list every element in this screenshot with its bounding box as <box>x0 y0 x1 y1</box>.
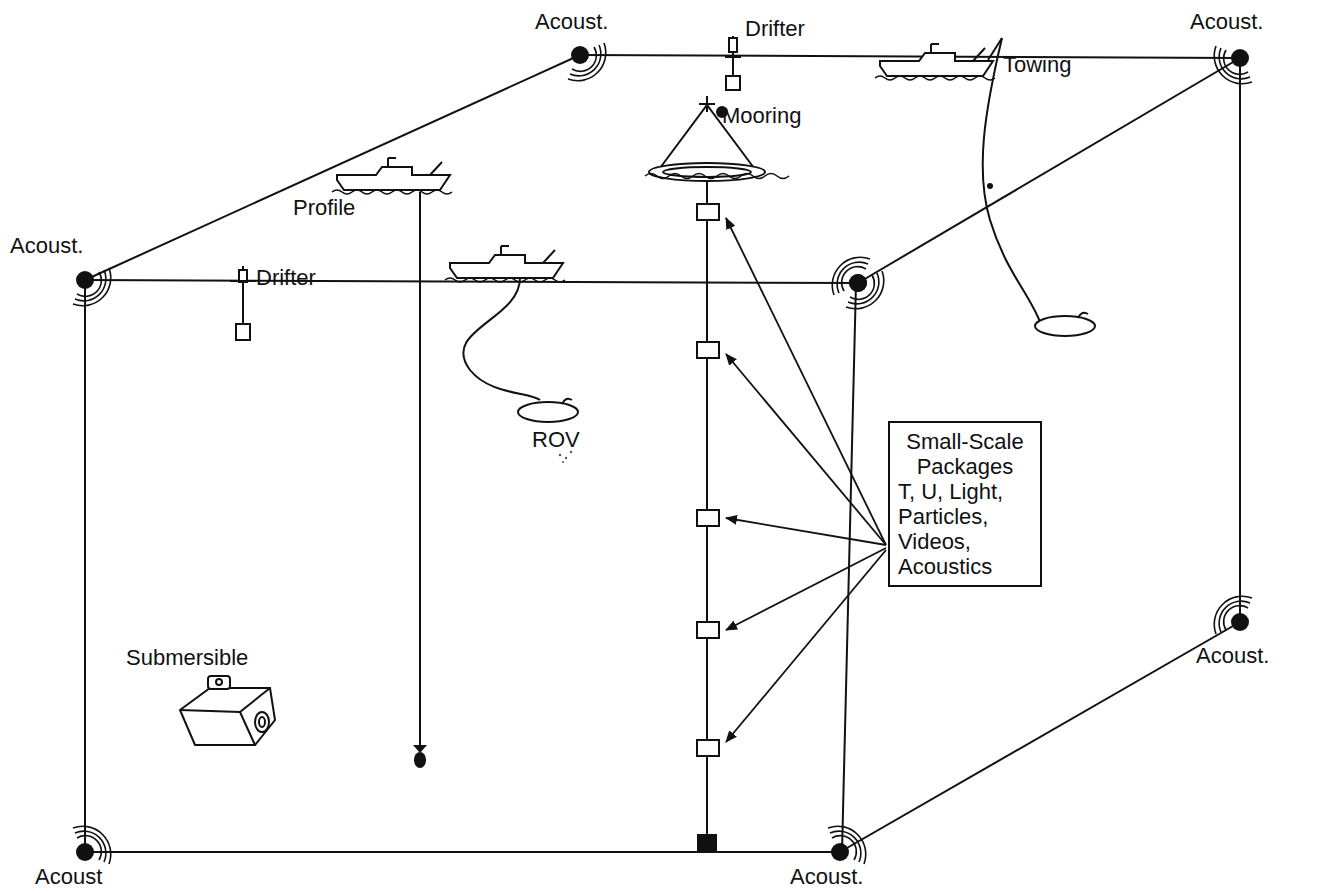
acoustic-label: Acoust. <box>1196 644 1269 668</box>
submersible-label: Submersible <box>126 646 248 670</box>
acoustic-label: Acoust. <box>535 10 608 34</box>
rov-label: ROV <box>532 428 580 452</box>
acoustic-label: Acoust. <box>790 865 863 889</box>
box-body: T, U, Light, Particles, Videos, Acoustic… <box>898 479 1032 579</box>
drifter-label: Drifter <box>256 266 316 290</box>
acoustic-label: Acoust. <box>1190 10 1263 34</box>
acoustic-label: Acoust <box>35 865 102 889</box>
profile-label: Profile <box>293 196 355 220</box>
callout-box: Small-Scale PackagesT, U, Light, Particl… <box>888 421 1042 587</box>
towing-label: Towing <box>1003 53 1071 77</box>
drifter-label: Drifter <box>745 17 805 41</box>
mooring-label: Mooring <box>722 104 801 128</box>
acoustic-label: Acoust. <box>10 234 83 258</box>
box-heading: Small-Scale Packages <box>898 429 1032 479</box>
